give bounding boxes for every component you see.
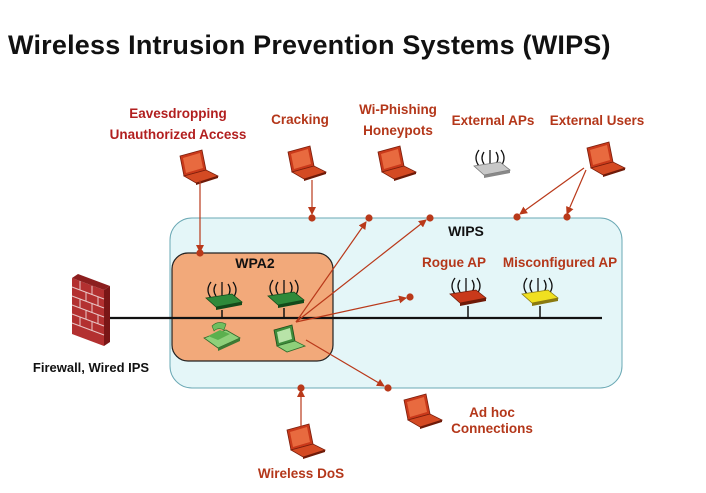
external-user-arrow (566, 169, 587, 215)
connection-dot (406, 293, 414, 301)
connection-dot (196, 249, 204, 257)
firewall-label: Firewall, Wired IPS (32, 360, 150, 375)
cracking-laptop-icon (287, 145, 327, 182)
ad-hoc-connections-label: Connections (451, 421, 533, 436)
external-aps-label: External APs (451, 113, 535, 128)
wireless-dos-label: Wireless DoS (257, 466, 345, 481)
wips-arrow (295, 221, 367, 323)
connection-dot (365, 214, 373, 222)
honeypots-label: Honeypots (363, 123, 433, 138)
ad-hoc-label: Ad hoc (469, 405, 515, 420)
wips-arrow (295, 219, 427, 323)
ip-phone-icon (203, 322, 241, 351)
external-user-arrow (519, 167, 585, 215)
external-ap-icon (473, 149, 511, 178)
external-users-label: External Users (549, 113, 645, 128)
wips-arrow (295, 295, 407, 323)
connection-dot (297, 384, 305, 392)
ad-hoc-arrow (305, 339, 385, 387)
wips-label: WIPS (448, 223, 484, 239)
wi-phishing-label: Wi-Phishing (359, 102, 437, 117)
cracking-label: Cracking (271, 112, 329, 127)
wi-phishing-laptop-icon (377, 145, 417, 182)
wireless-dos-laptop-icon (286, 423, 326, 460)
eavesdropping-label: Eavesdropping (129, 106, 227, 121)
unauthorized-access-label: Unauthorized Access (109, 127, 247, 142)
rogue-ap-icon (449, 277, 487, 318)
wpa2-label: WPA2 (235, 255, 275, 271)
connection-dot (426, 214, 434, 222)
misconfigured-ap-label: Misconfigured AP (502, 255, 618, 270)
connection-dot (513, 213, 521, 221)
firewall-wall-icon (71, 274, 110, 346)
connection-dot (384, 384, 392, 392)
connection-dot (308, 214, 316, 222)
ad-hoc-laptop-icon (403, 393, 443, 430)
eavesdropping-laptop-icon (179, 149, 219, 186)
wpa2-access-point-icon (205, 281, 243, 318)
external-user-laptop-icon (586, 141, 626, 178)
page-title: Wireless Intrusion Prevention Systems (W… (8, 30, 611, 60)
connection-dot (563, 213, 571, 221)
wpa2-access-point-icon (267, 279, 305, 318)
rogue-ap-label: Rogue AP (422, 255, 486, 270)
misconfigured-ap-icon (521, 277, 559, 318)
